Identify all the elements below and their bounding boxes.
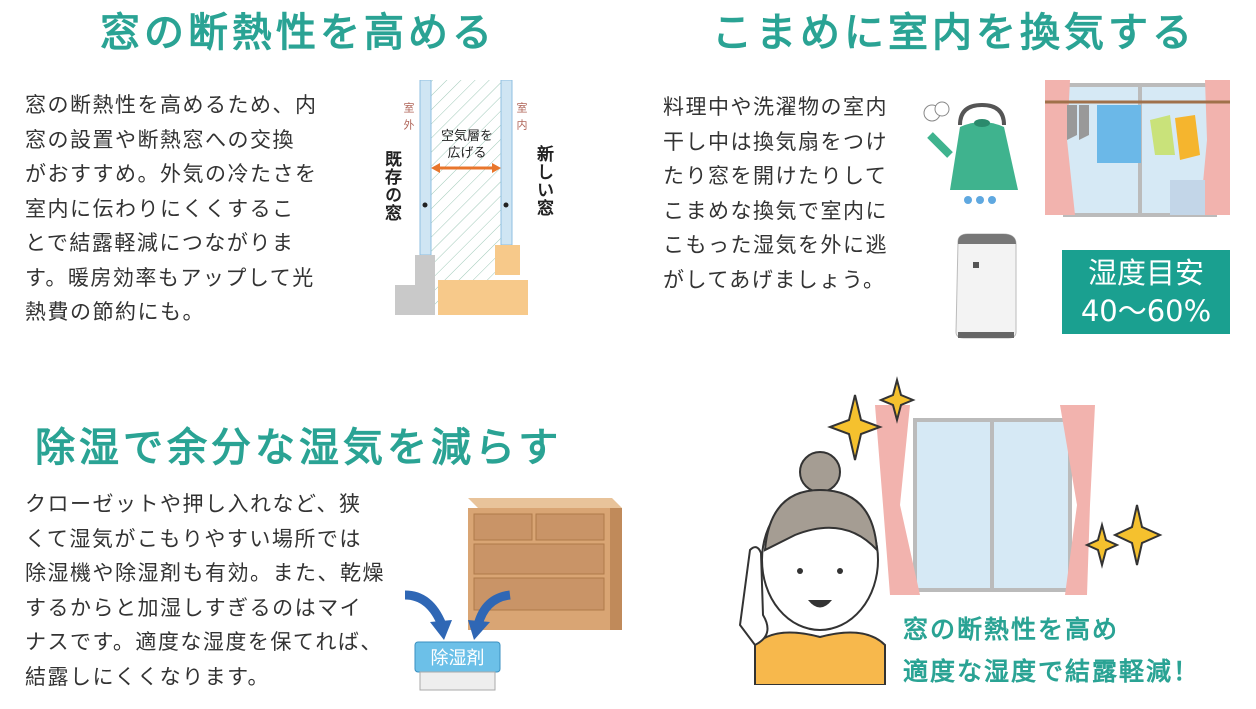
summary-line-2: 適度な湿度で結露軽減！ <box>903 657 1201 686</box>
text-line: 干し中は換気扇をつけ <box>663 129 888 154</box>
text-line: こまめな換気で室内に <box>663 198 888 223</box>
text-line: 除湿機や除湿剤も有効。また、乾燥 <box>25 561 385 585</box>
air-layer-label: 空気層を 広げる <box>432 128 502 162</box>
text-line: 料理中や洗濯物の室内 <box>663 95 888 119</box>
ventilation-title: こまめに室内を換気する <box>712 10 1196 56</box>
air-layer-line: 広げる <box>447 146 487 161</box>
text-line: 窓の設置や断熱窓への交換 <box>25 127 295 152</box>
insulation-text: 窓の断熱性を高めるため、内 窓の設置や断熱窓への交換 がおすすめ。外気の冷たさを… <box>25 88 318 330</box>
text-line: するからと加湿しすぎるのはマイ <box>25 595 363 620</box>
badge-title: 湿度目安 <box>1087 256 1204 290</box>
new-window-label: 新しい窓 <box>533 145 553 217</box>
inside-label: 室内 <box>515 102 528 136</box>
ventilation-text: 料理中や洗濯物の室内 干し中は換気扇をつけ たり窓を開けたりして こまめな換気で… <box>663 90 888 297</box>
chest-of-drawers-illustration <box>404 498 622 691</box>
text-line: 室内に伝わりにくくするこ <box>25 196 295 221</box>
woman-window-illustration <box>738 376 1163 685</box>
text-line: とで結露軽減につながりま <box>25 231 295 255</box>
dehumidify-text: クローゼットや押し入れなど、狭 くて湿気がこもりやすい場所では 除湿機や除湿剤も… <box>25 487 385 694</box>
kettle-icon <box>923 101 1018 204</box>
text-line: 窓の断熱性を高めるため、内 <box>25 93 318 117</box>
text-line: がおすすめ。外気の冷たさを <box>25 162 318 186</box>
outside-label: 室外 <box>402 102 415 136</box>
text-line: こもった湿気を外に逃 <box>663 233 888 257</box>
text-line: 熱費の節約にも。 <box>25 300 205 324</box>
summary-line-1: 窓の断熱性を高め <box>903 615 1120 644</box>
dehumidify-title: 除湿で余分な湿気を減らす <box>35 425 563 471</box>
humidity-target-badge: 湿度目安 40〜60% <box>1062 250 1230 334</box>
text-line: ナスです。適度な湿度を保てれば、 <box>25 630 383 654</box>
dehumidifier-icon <box>955 233 1017 339</box>
badge-value: 40〜60% <box>1080 294 1212 328</box>
desiccant-label: 除湿剤 <box>430 648 485 669</box>
insulation-title: 窓の断熱性を高める <box>100 10 496 56</box>
double-window-diagram <box>395 80 528 315</box>
text-line: す。暖房効率もアップして光 <box>25 265 315 290</box>
laundry-window-illustration <box>1045 80 1230 217</box>
text-line: たり窓を開けたりして <box>663 164 888 188</box>
air-layer-line: 空気層を <box>440 129 493 144</box>
text-line: がしてあげましょう。 <box>663 267 886 292</box>
text-line: 結露しにくくなります。 <box>25 664 270 689</box>
text-line: くて湿気がこもりやすい場所では <box>25 526 362 551</box>
text-line: クローゼットや押し入れなど、狭 <box>25 492 362 516</box>
existing-window-label: 既存の窓 <box>381 150 401 222</box>
